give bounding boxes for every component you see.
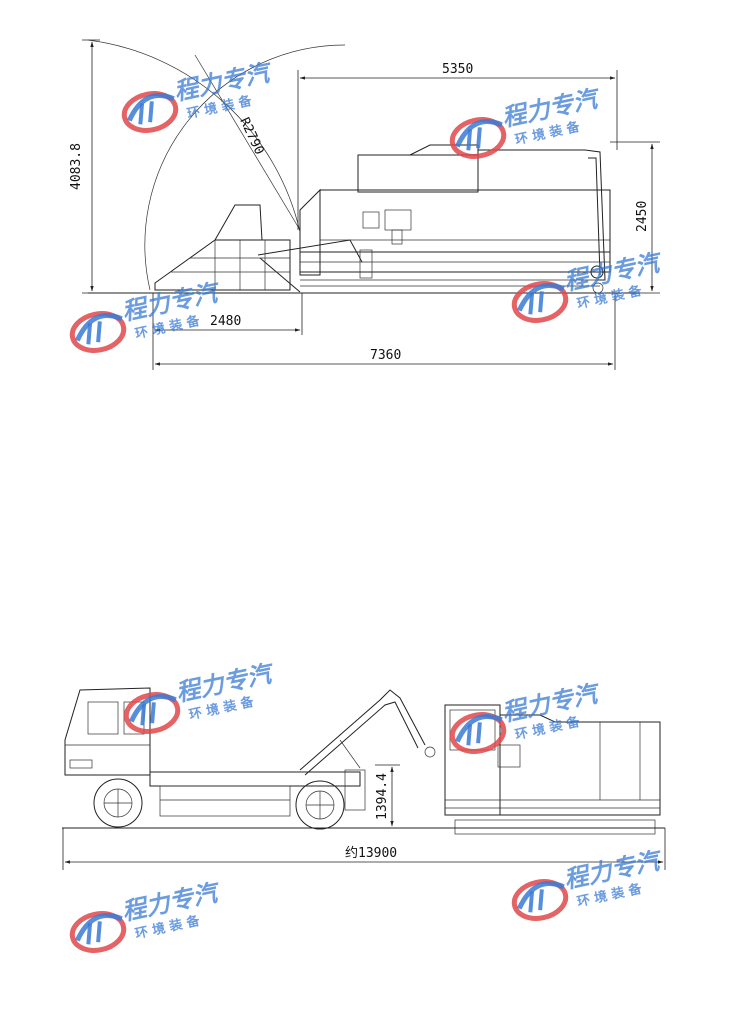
bottom-dimensions: 1394.4 约13900 xyxy=(62,764,666,870)
brand-logo-icon xyxy=(449,710,507,756)
watermark-3: 程力专汽 环 境 装 备 xyxy=(67,278,223,355)
dim-total-top: 7360 xyxy=(370,348,401,363)
watermark-5: 程力专汽 环 境 装 备 xyxy=(121,659,277,736)
brand-logo-icon xyxy=(123,690,181,736)
dim-side: 2450 xyxy=(635,201,650,232)
brand-logo-icon xyxy=(69,909,127,955)
brand-logo-icon xyxy=(511,877,569,923)
dim-hook: 1394.4 xyxy=(375,773,390,820)
dim-front: 2480 xyxy=(210,314,241,329)
top-vehicle-drawing xyxy=(87,39,640,294)
brand-logo-icon xyxy=(121,89,179,135)
dim-height: 4083.8 xyxy=(69,143,84,190)
brand-logo-icon xyxy=(69,309,127,355)
bottom-vehicle-drawing xyxy=(62,687,665,835)
dim-top: 5350 xyxy=(442,62,473,77)
watermark-4: 程力专汽 环 境 装 备 xyxy=(509,248,665,325)
watermark-6: 程力专汽 环 境 装 备 xyxy=(447,679,603,756)
watermark-2: 程力专汽 环 境 装 备 xyxy=(447,84,603,161)
dim-total-bottom: 约13900 xyxy=(345,846,397,861)
watermark-1: 程力专汽 环 境 装 备 xyxy=(119,58,275,135)
dim-radius: R2790 xyxy=(236,115,266,157)
brand-logo-icon xyxy=(449,115,507,161)
watermark-8: 程力专汽 环 境 装 备 xyxy=(509,846,665,923)
watermark-7: 程力专汽 环 境 装 备 xyxy=(67,878,223,955)
